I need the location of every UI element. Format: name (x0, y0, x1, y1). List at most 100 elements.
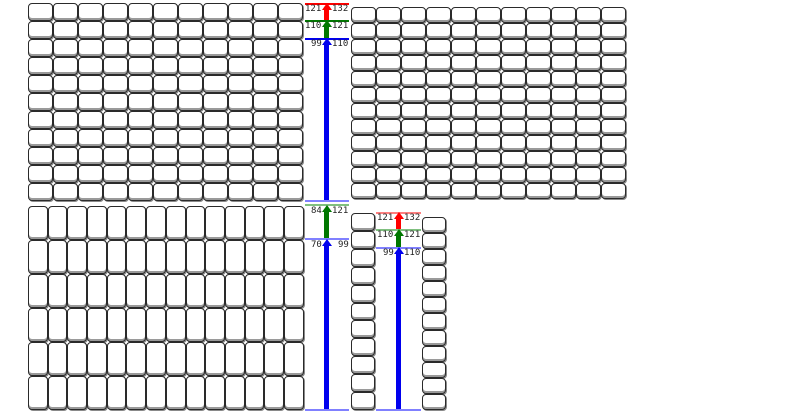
grid-cell (106, 376, 127, 410)
grid-cell (351, 135, 376, 151)
grid-cell (185, 274, 206, 308)
grid-cell (178, 93, 203, 111)
grid-cell (126, 206, 147, 240)
grid-cell (253, 3, 278, 21)
grid-cell (278, 165, 303, 183)
blue-left-value: 99 (311, 39, 322, 49)
bottom-right-cell-column (422, 217, 446, 410)
grid-cell (401, 135, 426, 151)
grid-cell (228, 57, 253, 75)
grid-cell (103, 3, 128, 21)
grid-cell (264, 308, 284, 342)
green-left-value: 110 (305, 21, 322, 31)
grid-cell (244, 342, 265, 376)
grid-cell (126, 376, 147, 410)
grid-cell (376, 87, 401, 103)
grid-cell (264, 376, 284, 410)
grid-cell (401, 119, 426, 135)
grid-cell (103, 147, 128, 165)
grid-cell (551, 87, 576, 103)
grid-cell (78, 129, 103, 147)
blue-level-line (305, 238, 349, 240)
grid-cell (426, 71, 451, 87)
column-cell (422, 361, 446, 378)
grid-cell (205, 206, 225, 240)
grid-cell (526, 167, 551, 183)
grid-cell (228, 39, 253, 57)
grid-cell (278, 39, 303, 57)
grid-cell (401, 87, 426, 103)
grid-cell (128, 75, 153, 93)
grid-cell (67, 274, 88, 308)
green-level-line (305, 204, 349, 206)
column-cell (351, 230, 375, 249)
grid-cell (128, 165, 153, 183)
grid-cell (278, 57, 303, 75)
grid-cell (106, 274, 127, 308)
grid-cell (53, 183, 78, 201)
grid-cell (47, 240, 68, 274)
grid-cell (283, 206, 304, 240)
grid-cell (178, 129, 203, 147)
grid-cell (551, 135, 576, 151)
grid-cell (87, 342, 107, 376)
grid-cell (153, 21, 178, 39)
grid-cell (78, 147, 103, 165)
grid-cell (67, 376, 88, 410)
blue-arrow-shaft (324, 245, 329, 410)
green-arrow-shaft (396, 236, 401, 247)
grid-cell (103, 111, 128, 129)
grid-cell (278, 93, 303, 111)
grid-cell (244, 308, 265, 342)
grid-cell (426, 135, 451, 151)
green-right-value: 121 (404, 230, 421, 240)
grid-cell (351, 23, 376, 39)
grid-cell (28, 206, 48, 240)
grid-cell (87, 240, 107, 274)
grid-cell (551, 7, 576, 23)
grid-cell (203, 93, 228, 111)
grid-cell (376, 151, 401, 167)
grid-cell (278, 183, 303, 201)
grid-cell (576, 7, 601, 23)
grid-cell (551, 183, 576, 199)
grid-cell (401, 71, 426, 87)
grid-cell (576, 71, 601, 87)
grid-cell (451, 151, 476, 167)
grid-cell (47, 376, 68, 410)
grid-cell (28, 274, 48, 308)
grid-cell (576, 23, 601, 39)
grid-cell (576, 55, 601, 71)
grid-cell (205, 376, 225, 410)
grid-cell (401, 183, 426, 199)
column-cell (351, 374, 375, 393)
grid-cell (376, 23, 401, 39)
grid-cell (78, 165, 103, 183)
grid-cell (264, 274, 284, 308)
red-arrow-shaft (396, 219, 401, 230)
red-arrow-shaft (324, 10, 329, 21)
blue-arrow-head-icon (321, 239, 332, 246)
grid-cell (146, 308, 166, 342)
grid-cell (78, 3, 103, 21)
grid-cell (501, 167, 526, 183)
grid-cell (278, 147, 303, 165)
grid-cell (28, 3, 53, 21)
grid-cell (526, 71, 551, 87)
grid-cell (28, 376, 48, 410)
grid-cell (253, 111, 278, 129)
grid-cell (103, 165, 128, 183)
grid-cell (376, 7, 401, 23)
grid-cell (53, 21, 78, 39)
top-left-cell-grid (28, 3, 303, 201)
grid-cell (576, 151, 601, 167)
grid-cell (53, 111, 78, 129)
grid-cell (106, 308, 127, 342)
column-cell (422, 265, 446, 282)
grid-cell (376, 55, 401, 71)
grid-cell (451, 103, 476, 119)
grid-cell (203, 183, 228, 201)
grid-cell (205, 308, 225, 342)
grid-cell (501, 7, 526, 23)
grid-cell (501, 39, 526, 55)
